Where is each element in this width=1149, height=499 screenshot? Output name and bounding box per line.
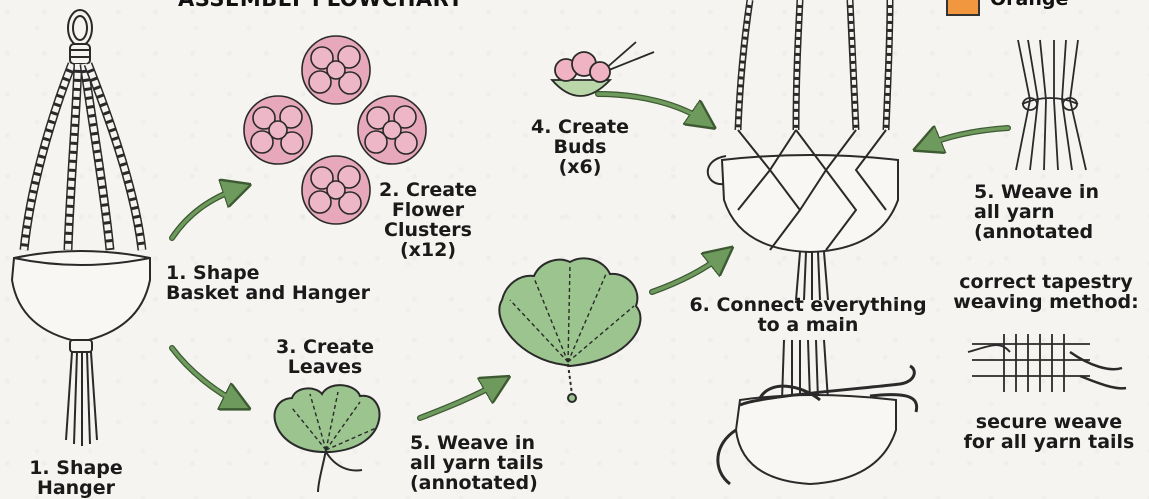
secure-weave-label: secure weave for all yarn tails [952,412,1146,452]
step-connect-label: 6. Connect everything to a main [672,295,944,335]
flower-cluster [358,96,426,164]
step-weave-all-label: 5. Weave in all yarn (annotated [974,182,1114,242]
hanger-illustration [12,10,150,446]
tapestry-weave-illustration [968,334,1126,392]
weave-detail-illustration [1016,40,1086,170]
flower-cluster [244,96,312,164]
step-leaves-label: 3. Create Leaves [262,337,388,377]
step-shape-hanger-label: 1. Shape Hanger [14,458,138,498]
legend-swatch [946,0,980,16]
connect-pot-illustration [718,340,917,484]
leaf-small [275,385,380,492]
flower-cluster [302,156,370,224]
flower-cluster [302,36,370,104]
tapestry-method-label: correct tapestry weaving method: [944,272,1148,312]
step-weave-tails-label: 5. Weave in all yarn tails (annotated) [410,433,576,493]
flowchart-title: ASSEMBLY FLOWCHART [178,0,463,11]
step-flower-clusters-label: 2. Create Flower Clusters (x12) [368,180,488,260]
step-shape-basket-label: 1. Shape Basket and Hanger [166,263,390,303]
step-buds-label: 4. Create Buds (x6) [514,117,646,177]
legend-label: Orange [990,0,1068,10]
bud-illustration [552,42,654,96]
leaf-large [499,258,640,402]
main-basket-illustration [708,0,898,300]
